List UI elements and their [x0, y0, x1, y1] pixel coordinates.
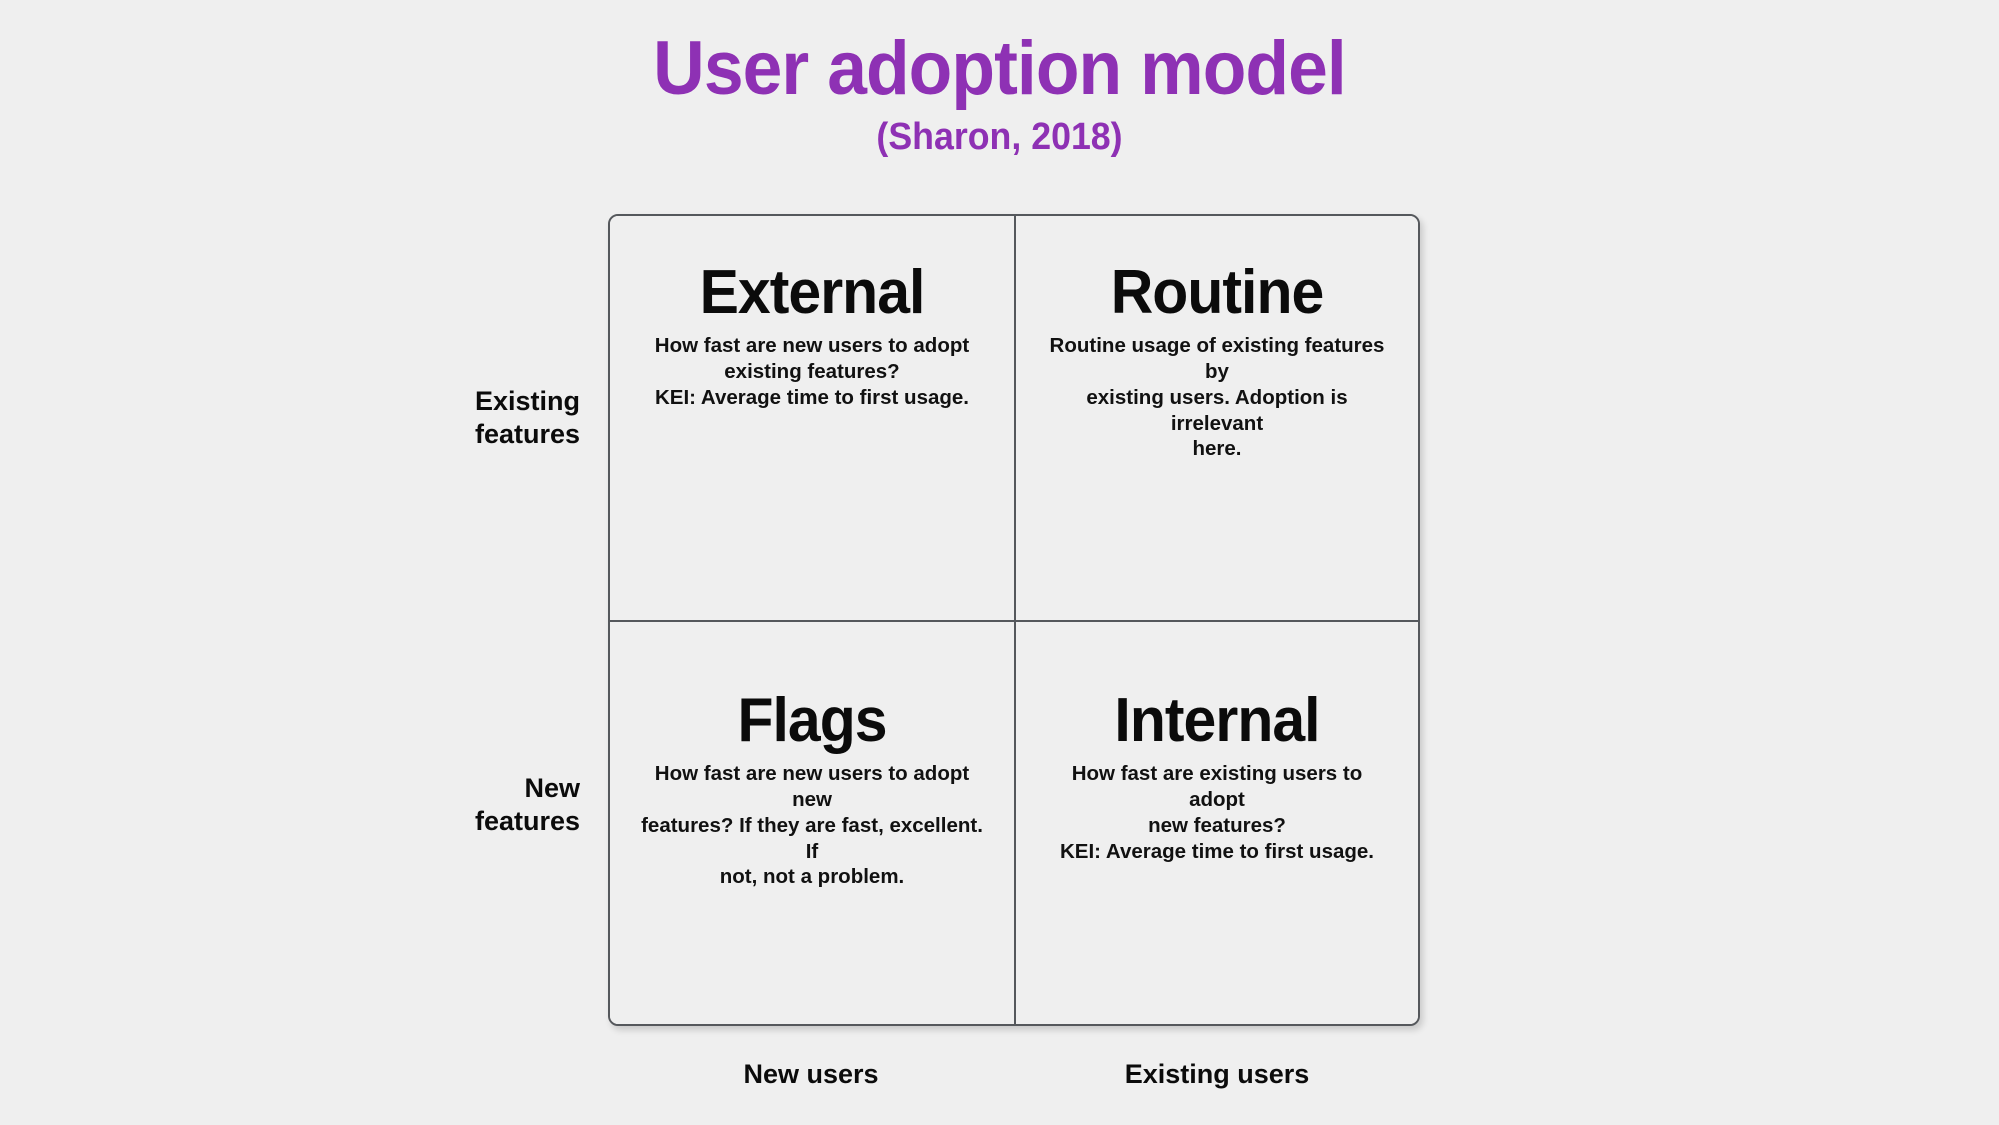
y-axis-label-line2: features — [474, 805, 580, 836]
quadrant-external[interactable]: External How fast are new users to adopt… — [610, 216, 1014, 620]
quadrant-heading: Flags — [737, 686, 887, 755]
description-line: How fast are new users to adopt — [654, 334, 970, 358]
y-axis-label-new-features: New features — [350, 772, 580, 838]
quadrant-description: How fast are new users to adopt existing… — [632, 333, 992, 410]
description-line: features? If they are fast, excellent. I… — [641, 813, 983, 863]
y-axis-label-line1: New — [524, 773, 580, 803]
description-line: KEI: Average time to first usage. — [1059, 839, 1375, 863]
quadrant-description: How fast are new users to adopt new feat… — [632, 761, 992, 890]
quadrant-heading: Routine — [1110, 258, 1325, 327]
description-line: How fast are new users to adopt new — [654, 762, 970, 811]
quadrant-description: Routine usage of existing features by ex… — [1038, 333, 1396, 462]
x-axis-label-new-users: New users — [743, 1059, 879, 1089]
quadrant-internal[interactable]: Internal How fast are existing users to … — [1014, 620, 1418, 1024]
page-title: User adoption model — [653, 26, 1347, 111]
y-axis-label-line2: features — [474, 418, 580, 449]
y-axis-label-existing-features: Existing features — [350, 385, 580, 451]
quadrant-description: How fast are existing users to adopt new… — [1038, 761, 1396, 864]
description-line: existing features? — [724, 359, 900, 383]
quadrant-matrix: External How fast are new users to adopt… — [608, 214, 1420, 1026]
title-block: User adoption model (Sharon, 2018) — [0, 30, 1999, 156]
y-axis-label-line1: Existing — [474, 386, 580, 416]
description-line: Routine usage of existing features by — [1049, 334, 1385, 383]
x-axis-label-existing-users: Existing users — [1124, 1059, 1310, 1089]
quadrant-heading: Internal — [1114, 686, 1320, 755]
quadrant-heading: External — [699, 258, 926, 327]
page-subtitle: (Sharon, 2018) — [876, 115, 1123, 158]
description-line: here. — [1192, 437, 1242, 461]
description-line: KEI: Average time to first usage. — [654, 385, 970, 409]
description-line: existing users. Adoption is irrelevant — [1086, 385, 1348, 435]
description-line: not, not a problem. — [719, 865, 905, 889]
description-line: How fast are existing users to adopt — [1071, 762, 1363, 811]
quadrant-flags[interactable]: Flags How fast are new users to adopt ne… — [610, 620, 1014, 1024]
description-line: new features? — [1148, 813, 1286, 837]
quadrant-routine[interactable]: Routine Routine usage of existing featur… — [1014, 216, 1418, 620]
